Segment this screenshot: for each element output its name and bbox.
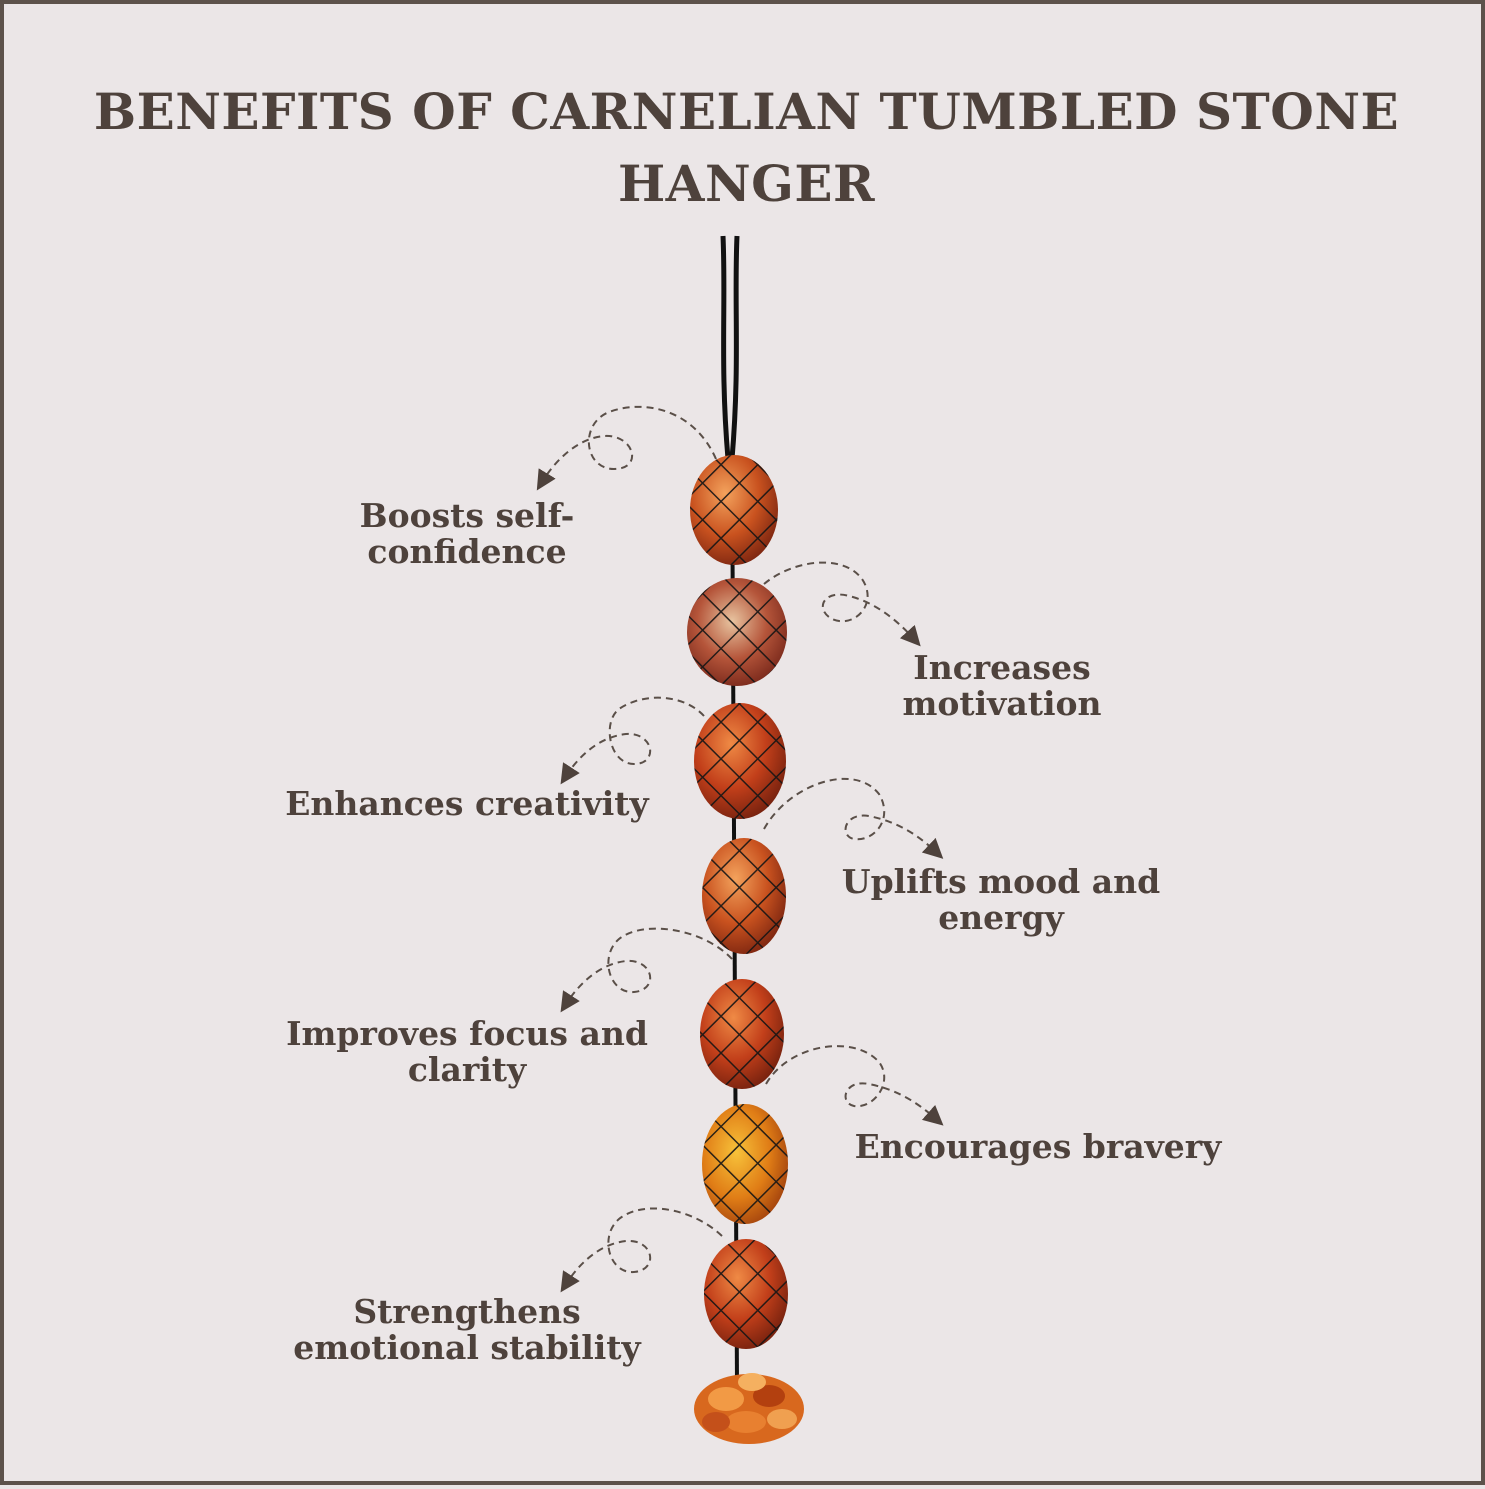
arrow-4 xyxy=(763,777,944,859)
arrow-2 xyxy=(763,561,921,647)
stone-7 xyxy=(704,1239,788,1349)
stone-4 xyxy=(702,838,786,954)
stone-1 xyxy=(690,455,778,565)
benefit-label-4: Uplifts mood and energy xyxy=(841,862,1161,937)
arrow-5 xyxy=(560,927,733,1013)
title-line-1: BENEFITS OF CARNELIAN TUMBLED STONE xyxy=(93,82,1400,141)
hanger-illustration xyxy=(536,235,944,1444)
benefit-label-5: Improves focus and clarity xyxy=(286,1014,648,1089)
page-title: BENEFITS OF CARNELIAN TUMBLED STONE HANG… xyxy=(64,76,1429,220)
stone-3 xyxy=(694,703,786,819)
stone-2 xyxy=(687,578,787,686)
benefit-label-2: Increases motivation xyxy=(902,648,1102,723)
stone-6 xyxy=(702,1104,788,1224)
arrow-7 xyxy=(560,1207,723,1293)
pointer-arrows xyxy=(536,405,944,1293)
chip-cluster xyxy=(694,1373,804,1444)
arrow-6 xyxy=(765,1045,944,1126)
benefit-label-1: Boosts self- confidence xyxy=(359,496,575,571)
arrow-3 xyxy=(560,696,705,785)
benefit-label-6: Encourages bravery xyxy=(854,1127,1222,1166)
arrow-1 xyxy=(536,405,717,491)
stone-5 xyxy=(700,979,784,1089)
benefit-label-7: Strengthens emotional stability xyxy=(293,1292,641,1367)
benefit-label-3: Enhances creativity xyxy=(285,784,649,823)
title-line-2: HANGER xyxy=(617,154,876,213)
